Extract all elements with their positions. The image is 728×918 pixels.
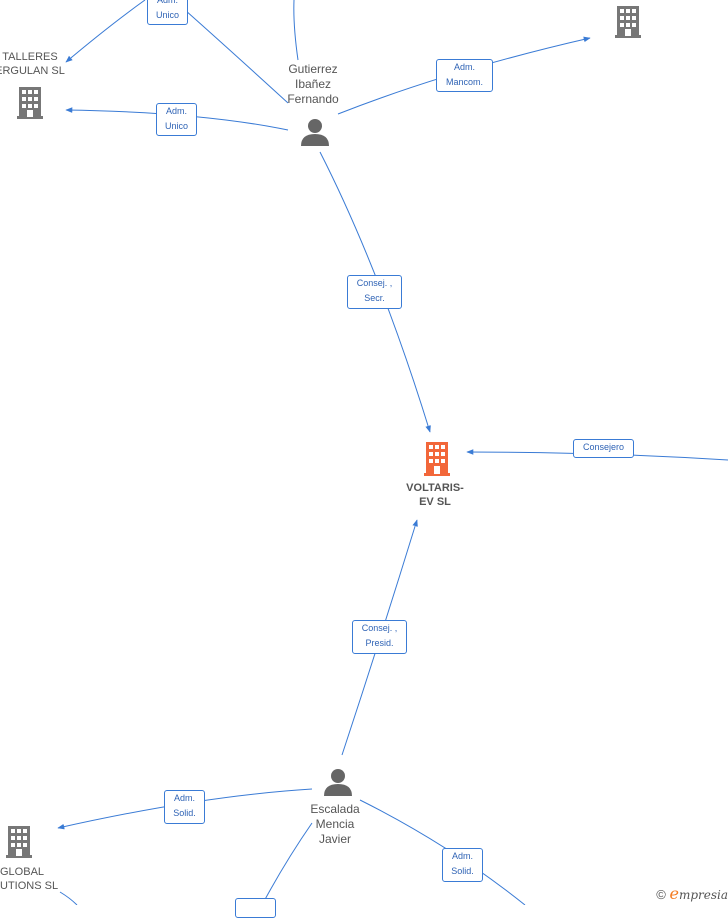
edge-label-cut-bottom[interactable] <box>235 898 276 918</box>
building-icon <box>6 826 32 858</box>
edge-label-consejero[interactable]: Consejero <box>573 439 634 458</box>
copyright-icon: © <box>656 887 666 902</box>
brand-logo-icon: e <box>669 884 679 903</box>
person-label-gutierrez[interactable]: Gutierrez Ibañez Fernando <box>287 62 339 106</box>
building-icon <box>615 6 641 38</box>
edge-label-consej-presid[interactable]: Consej. , Presid. <box>352 620 407 654</box>
edge-label-adm-solid-left[interactable]: Adm. Solid. <box>164 790 205 824</box>
edge-label-adm-unico-talleres[interactable]: Adm. Unico <box>156 103 197 136</box>
edge-label-adm-mancom[interactable]: Adm. Mancom. <box>436 59 493 92</box>
edge-label-adm-solid-right[interactable]: Adm. Solid. <box>442 848 483 882</box>
person-icon <box>301 119 329 146</box>
edge-gutierrez-up <box>293 0 299 61</box>
edge-label-consej-secr[interactable]: Consej. , Secr. <box>347 275 402 309</box>
building-icon <box>17 87 43 119</box>
edge-global-down <box>59 891 78 905</box>
brand-footer[interactable]: © empresia <box>656 884 728 903</box>
company-label-global-solutions[interactable]: GLOBAL UTIONS SL <box>0 866 59 892</box>
edge-label-adm-unico-top[interactable]: Adm. Unico <box>147 0 188 25</box>
edge-top-adm-unico-to-talleres <box>65 0 146 63</box>
edge-gutierrez-top-adm-unico <box>184 9 289 104</box>
company-label-talleres[interactable]: TALLERES ERGULAN SL <box>0 51 65 77</box>
person-icon <box>324 769 352 796</box>
building-icon <box>424 442 450 476</box>
edge-escalada-down-left <box>261 822 313 905</box>
person-label-escalada[interactable]: Escalada Mencia Javier <box>310 802 360 846</box>
company-label-voltaris[interactable]: VOLTARIS- EV SL <box>406 482 464 508</box>
brand-name: mpresia <box>678 888 728 902</box>
